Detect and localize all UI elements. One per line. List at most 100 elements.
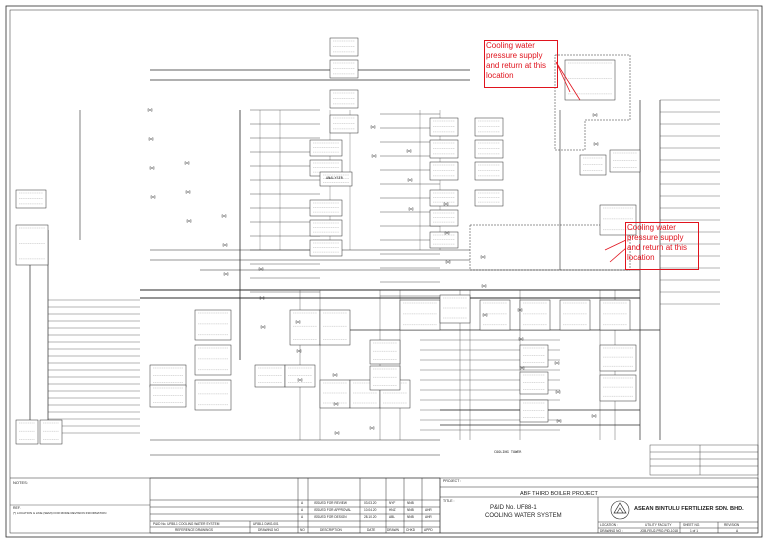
ref-note-text: (*) LOCATION & LINE (SEMI) FOR MORE REVI… [13,511,107,515]
equipment-box [254,364,286,388]
line-tag-labels [147,108,599,435]
equipment-box [319,379,351,409]
valve-symbol [333,402,339,406]
valve-symbol [554,361,560,365]
rev-col-appd: APPD [424,528,433,532]
callout-line: and return at this [627,243,688,252]
equipment-box [329,114,359,134]
equipment-box [329,37,359,57]
equipment-box [149,364,187,388]
equipment-box [309,139,343,157]
valve-symbol [186,219,192,223]
callout-line: and return at this [486,61,547,70]
equipment-box [609,149,641,173]
equipment-box [519,299,551,331]
equipment-box [474,139,504,159]
valve-symbol [223,272,229,276]
rev-row-1-drawn: NYF [389,501,396,505]
valve-symbol [370,125,376,129]
valve-symbol [369,426,375,430]
rev-row-2-drawn: HNZ [389,508,396,512]
rev-row-2-desc: ISSUED FOR APPROVAL [314,508,352,512]
valve-symbol [481,284,487,288]
rev-row-1-desc: ISSUED FOR REVIEW [314,501,347,505]
valve-symbol [480,255,486,259]
equipment-box [15,189,47,209]
equipment-box [429,231,459,249]
drawing-no-label: DRAWING NO : [600,529,623,533]
valve-symbol [296,349,302,353]
rev-row-3-chkd: NNB [407,515,414,519]
callout-line: location [627,253,655,262]
equipment-box [429,117,459,137]
equipment-box [369,339,401,365]
equipment-box [149,384,187,408]
rev-row-2-chkd: NNB [407,508,414,512]
equipment-box [319,309,351,346]
title-block [149,477,759,534]
equipment-box [399,299,441,331]
valve-symbol [371,154,377,158]
equipment-box [579,154,607,176]
callout-line: pressure supply [627,233,684,242]
location-value: UTILITY FACILITY [645,523,672,527]
equipment-box [329,89,359,109]
rev-col-no: NO [300,528,305,532]
callout-box-top [484,40,558,88]
equipment-box [599,374,637,402]
valve-symbol [148,137,154,141]
equipment-box [194,379,232,411]
rev-row-3-desc: ISSUED FOR DESIGN [314,515,347,519]
rev-row-1-chkd: NNB [407,501,414,505]
equipment-box [15,224,49,266]
valve-symbol [408,207,414,211]
equipment-box [319,171,353,187]
valve-symbol [593,142,599,146]
valve-symbol [149,166,155,170]
rev-row-1-date: 03.03.20 [364,501,377,505]
valve-symbol [259,296,265,300]
equipment-box [429,209,459,227]
equipment-box [194,344,232,376]
equipment-box [564,59,616,101]
rev-row-3-drawn: ABL [389,515,396,519]
equipment-box [289,309,321,346]
valve-symbol [556,419,562,423]
valve-symbol [445,260,451,264]
valve-symbol [334,431,340,435]
company-logo [610,500,630,520]
rev-row-2-appd: AHR [425,508,432,512]
ref-drawing-label: P&ID No. UF88-1 COOLING WATER SYSTEM [153,522,220,526]
rev-row-3-appd: AHR [425,515,432,519]
equipment-box [329,59,359,79]
valve-symbol [260,325,266,329]
valve-symbol [221,214,227,218]
equipment-box [309,219,343,237]
drawing-no-value: JOB-FEU2-PRO-PID-1018 [640,529,678,533]
ref-note-label: REF. [13,506,21,510]
project-name: ABF THIRD BOILER PROJECT [520,491,598,497]
valve-symbol [555,390,561,394]
revision-label: REVISION [724,523,740,527]
rev-col-drawn: DRAWN [387,528,399,532]
equipment-box [369,365,401,391]
valve-symbol [591,414,597,418]
equipment-box [194,309,232,341]
company-name: ASEAN BINTULU FERTILIZER SDN. BHD. [634,506,744,512]
valve-symbol [185,190,191,194]
valve-symbol [443,202,449,206]
ref-col-reference: REFERENCE DRAWINGS [175,528,213,532]
sheet-no-value: 1 of 1 [690,529,698,533]
valve-symbol [444,231,450,235]
equipment-box [559,299,591,331]
equipment-box [474,189,504,207]
rev-col-chkd: CHKD [406,528,416,532]
title-label: TITLE : [443,499,455,503]
valve-symbol [482,313,488,317]
ref-col-drawing-no: DRAWING NO [258,528,279,532]
cooling-tower-label: COOLING TOWER [494,450,522,454]
callout-line: Cooling water [627,223,676,232]
valve-symbol [406,149,412,153]
valve-symbol [258,267,264,271]
